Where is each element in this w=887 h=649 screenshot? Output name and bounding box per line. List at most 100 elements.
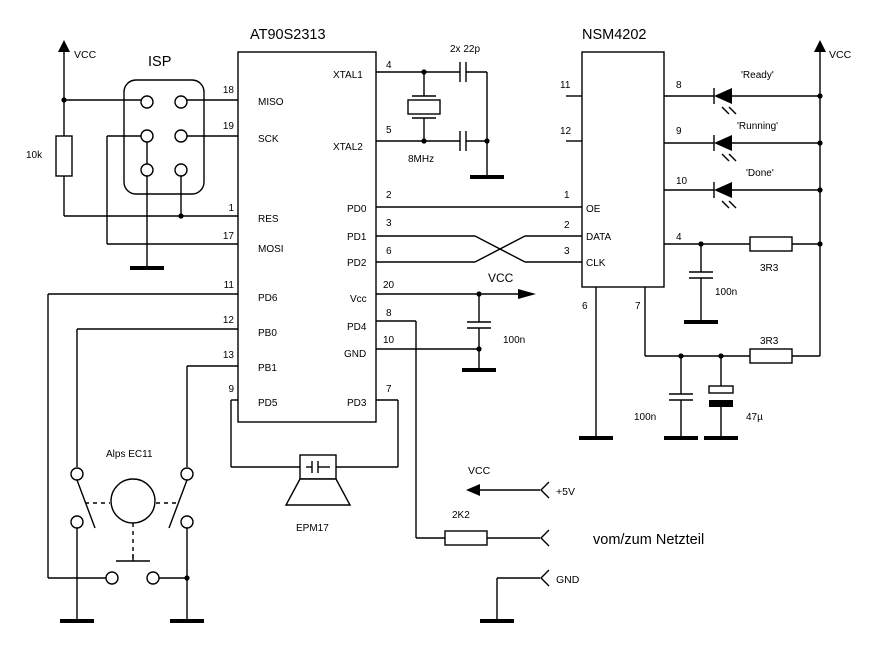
mcu-pin-label: RES [258,214,279,225]
vcc-left-label: VCC [74,49,97,61]
mcu-pin-label: PD2 [347,258,367,269]
mcu-pin-label: SCK [258,134,279,145]
driver-nsm4202: NSM4202 [581,27,665,288]
driver-pin-number: 6 [582,301,588,312]
mcu-at90s2313: AT90S2313 [237,27,377,423]
mcu-pin-number: 4 [386,60,392,71]
driver-pin-number: 4 [676,232,682,243]
junction-dot [817,93,823,99]
driver-pin-label: OE [586,204,601,215]
mcu-pin-label: GND [344,349,366,360]
driver-pins: 11 12 1 OE 2 DATA 3 CLK 8 9 10 4 6 7 [560,80,688,312]
led-ready: 'Ready' [664,70,820,115]
mcu-pin-label: PD1 [347,232,367,243]
resistor-3r3-b [749,348,793,364]
mcu-pin-number: 2 [386,190,392,201]
mcu-pin-number: 3 [386,218,392,229]
resistor-10k-value: 10k [26,150,43,161]
mcu-pin-label: PD3 [347,398,367,409]
vcc-arrow-icon [518,289,536,299]
mcu-pin-label: PD0 [347,204,367,215]
junction-dot [817,241,823,247]
mcu-pin-number: 8 [386,308,392,319]
vcc-left-symbol: VCC [58,40,97,100]
mcu-right-pins: 4 XTAL1 5 XTAL2 2 PD0 3 PD1 6 PD2 20 Vcc… [333,60,395,409]
mcu-pin-number: 11 [224,280,235,291]
cap-vcc-value: 100n [503,335,525,346]
driver-pin-number: 1 [564,190,570,201]
mcu-pin-label: XTAL2 [333,142,363,153]
buzzer-label: EPM17 [296,523,329,534]
vcc-right-symbol: VCC [814,40,852,356]
resistor-2k2 [444,530,488,546]
crystal-capacitors: 2x 22p [450,44,504,179]
led-label: 'Running' [737,121,778,132]
mcu-pin-number: 18 [223,85,235,96]
mcu-pin-number: 13 [223,350,235,361]
vcc-mid-label: VCC [488,271,514,285]
mcu-pin-label: Vcc [350,294,367,305]
mcu-left-pins: 18 MISO 19 SCK 1 RES 17 MOSI 11 PD6 12 P… [223,85,284,409]
mcu-pin-number: 20 [383,280,395,291]
driver-pin-number: 12 [560,126,572,137]
mcu-pin-number: 9 [228,384,234,395]
driver-pin-number: 3 [564,246,570,257]
psu-caption: vom/zum Netzteil [593,532,704,548]
vcc-psu-label: VCC [468,465,491,477]
led-label: 'Done' [746,168,774,179]
mcu-pin-label: MISO [258,97,284,108]
mcu-pin-number: 7 [386,384,392,395]
driver-pin-label: CLK [586,258,606,269]
vcc-right-label: VCC [829,49,852,61]
mcu-pin-number: 1 [228,203,234,214]
mcu-pin-label: PD5 [258,398,278,409]
resistor-3r3-a-value: 3R3 [760,263,779,274]
encoder-label: Alps EC11 [106,449,153,460]
resistor-10k [55,135,73,177]
led-done: 'Done' [664,168,820,209]
gnd-label: GND [556,574,580,586]
crystal-8mhz: 8MHz [407,72,441,165]
driver-pin-number: 9 [676,126,682,137]
connector-terminal [540,569,550,587]
mcu-pin-label: PB0 [258,328,277,339]
driver-pin-number: 2 [564,220,570,231]
driver-pin-number: 7 [635,301,641,312]
driver-pin-number: 10 [676,176,688,187]
encoder-alps-ec11: Alps EC11 [70,449,194,600]
mcu-title: AT90S2313 [250,27,326,43]
led-running: 'Running' [664,121,820,162]
resistor-2k2-value: 2K2 [452,510,470,521]
mcu-pin-label: XTAL1 [333,70,363,81]
capacitor-100n-pin7: 100n [634,356,693,436]
mcu-pin-label: PD6 [258,293,278,304]
isp-header: ISP [123,54,205,195]
junction-dot [817,187,823,193]
junction-dot [178,213,184,219]
led-label: 'Ready' [741,70,774,81]
capacitor-100n-vcc: 100n [467,294,525,368]
crystal-caps-value: 2x 22p [450,44,480,55]
driver-pin-number: 8 [676,80,682,91]
cap-pin7-value: 100n [634,412,656,423]
mcu-pin-label: PD4 [347,322,367,333]
driver-pin-number: 11 [560,80,571,91]
junction-dot [817,140,823,146]
isp-label: ISP [148,54,171,70]
mcu-pin-number: 6 [386,246,392,257]
cap-pin4-value: 100n [715,287,737,298]
mcu-pin-number: 5 [386,125,392,136]
driver-title: NSM4202 [582,27,646,43]
resistor-3r3-b-value: 3R3 [760,336,779,347]
resistor-3r3-a [749,236,793,252]
buzzer-epm17: EPM17 [284,454,352,534]
elko-value: 47µ [746,412,763,423]
vcc-psu-symbol: VCC [466,465,540,496]
mcu-pin-label: MOSI [258,244,284,255]
junction-dot [476,346,482,352]
mcu-pin-number: 19 [223,121,235,132]
mcu-pin-number: 10 [383,335,395,346]
electrolytic-capacitor-47u: 47µ [708,356,763,436]
capacitor-100n-pin4: 100n [689,244,737,320]
